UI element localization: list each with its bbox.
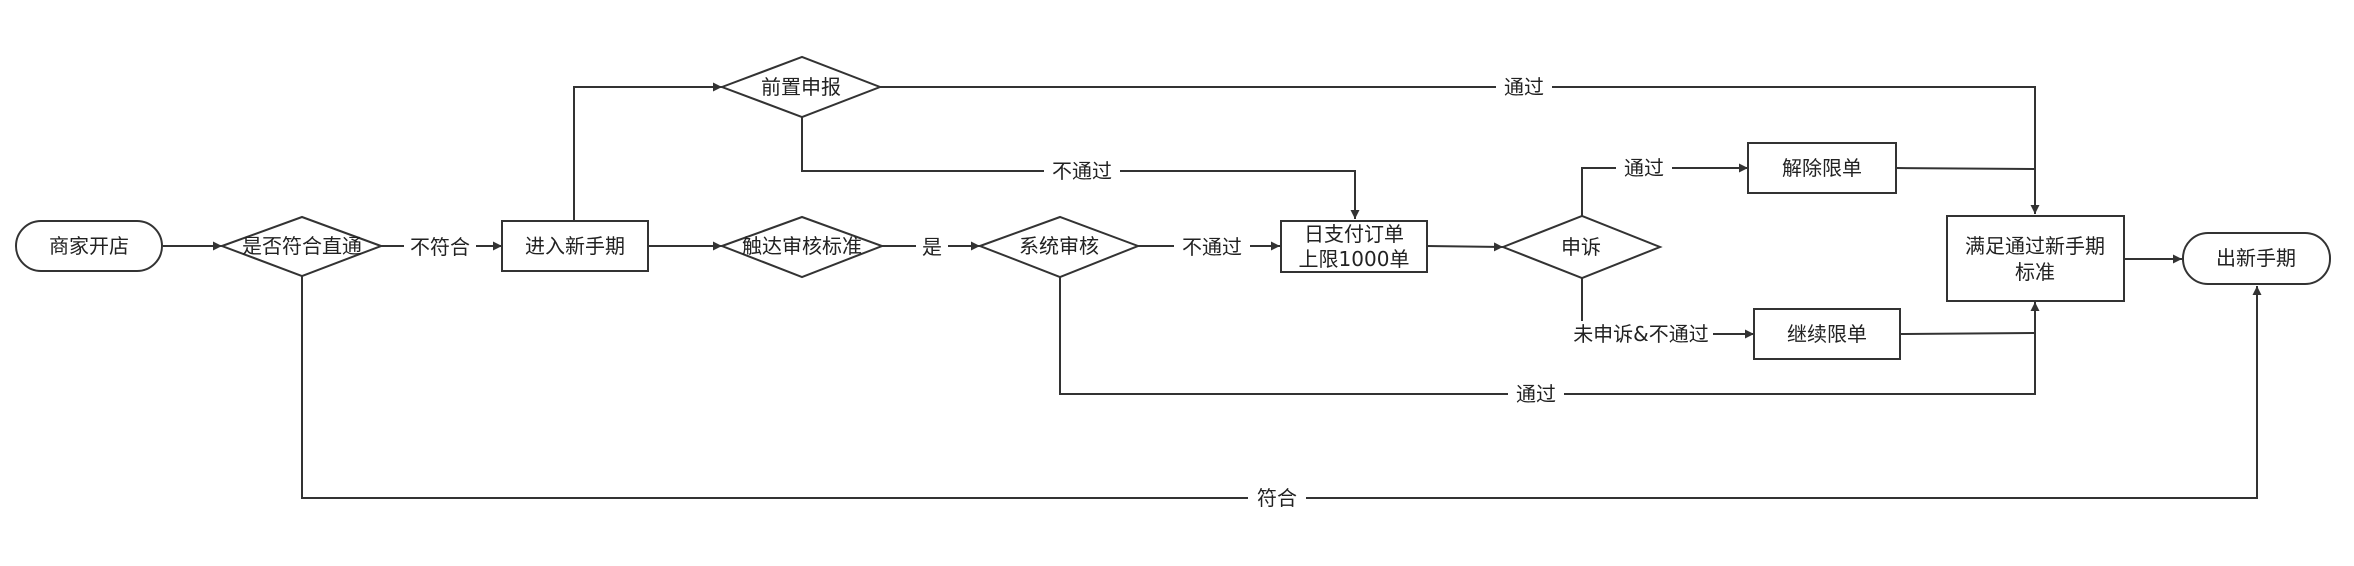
node-daily-limit[interactable]: 日支付订单 上限1000单: [1280, 220, 1428, 273]
label-review-pass-text: 通过: [1516, 382, 1556, 406]
node-exit-period-label: 出新手期: [2216, 246, 2296, 270]
label-review-fail-text: 不通过: [1182, 235, 1242, 259]
label-review-pass: 通过: [1508, 381, 1564, 407]
label-qualified-text: 符合: [1257, 486, 1297, 510]
label-qualified: 符合: [1248, 485, 1306, 511]
node-daily-limit-label-line2: 上限1000单: [1299, 247, 1410, 271]
node-pre-report-label: 前置申报: [761, 75, 841, 99]
edge-continue-to-meet: [1899, 332, 2036, 335]
node-exit-period[interactable]: 出新手期: [2182, 232, 2331, 285]
label-appeal-fail: 未申诉&不通过: [1569, 321, 1713, 347]
node-enter-period-label: 进入新手期: [525, 234, 625, 258]
node-meet-standard-label-line2: 标准: [2015, 260, 2055, 284]
label-appeal-fail-text: 未申诉&不通过: [1573, 322, 1709, 346]
nodes: 商家开店 是否符合直通 进入新手期 前置申报 触达审核标准 系统审核 日支付订单…: [15, 55, 2331, 360]
edge-enter-to-prereport: [573, 82, 722, 223]
node-continue-limit[interactable]: 继续限单: [1753, 308, 1901, 360]
label-appeal-pass-text: 通过: [1624, 156, 1664, 180]
label-report-fail-text: 不通过: [1052, 159, 1112, 183]
label-report-pass-text: 通过: [1504, 75, 1544, 99]
edge-labels: 不符合 符合 是 不通过 通过 通过 不通过 通过: [404, 74, 1713, 511]
edge-lift-to-meet: [1895, 167, 2036, 170]
node-decision-direct-label: 是否符合直通: [242, 234, 362, 258]
label-yes: 是: [916, 234, 948, 260]
node-system-review-label: 系统审核: [1019, 234, 1099, 258]
edge-prereport-pass: [880, 86, 2040, 214]
node-meet-standard-label-line1: 满足通过新手期: [1965, 234, 2105, 258]
edge-limit-to-appeal: [1426, 242, 1504, 252]
node-lift-limit[interactable]: 解除限单: [1747, 142, 1897, 194]
edge-appeal-pass: [1581, 163, 1748, 216]
label-review-fail: 不通过: [1174, 234, 1250, 260]
label-appeal-pass: 通过: [1616, 155, 1672, 181]
node-daily-limit-label-line1: 日支付订单: [1304, 222, 1404, 246]
node-reach-standard[interactable]: 触达审核标准: [719, 215, 885, 279]
node-enter-period[interactable]: 进入新手期: [501, 220, 649, 272]
edges: [163, 82, 2262, 499]
node-appeal[interactable]: 申诉: [1500, 214, 1663, 280]
node-lift-limit-label: 解除限单: [1782, 156, 1862, 180]
label-yes-text: 是: [922, 235, 942, 259]
label-not-qualified-text: 不符合: [410, 235, 470, 259]
node-system-review[interactable]: 系统审核: [977, 215, 1141, 279]
node-continue-limit-label: 继续限单: [1787, 322, 1867, 346]
node-pre-report[interactable]: 前置申报: [719, 55, 883, 119]
label-report-pass: 通过: [1496, 74, 1552, 100]
node-start-label: 商家开店: [49, 234, 129, 258]
node-meet-standard[interactable]: 满足通过新手期 标准: [1946, 215, 2125, 302]
node-reach-standard-label: 触达审核标准: [742, 234, 862, 258]
label-report-fail: 不通过: [1044, 158, 1120, 184]
node-decision-direct[interactable]: 是否符合直通: [219, 215, 384, 278]
node-start[interactable]: 商家开店: [15, 220, 163, 272]
label-not-qualified: 不符合: [404, 234, 476, 260]
edge-decision-qualified-to-exit: [301, 276, 2262, 499]
node-appeal-label: 申诉: [1561, 235, 1601, 259]
